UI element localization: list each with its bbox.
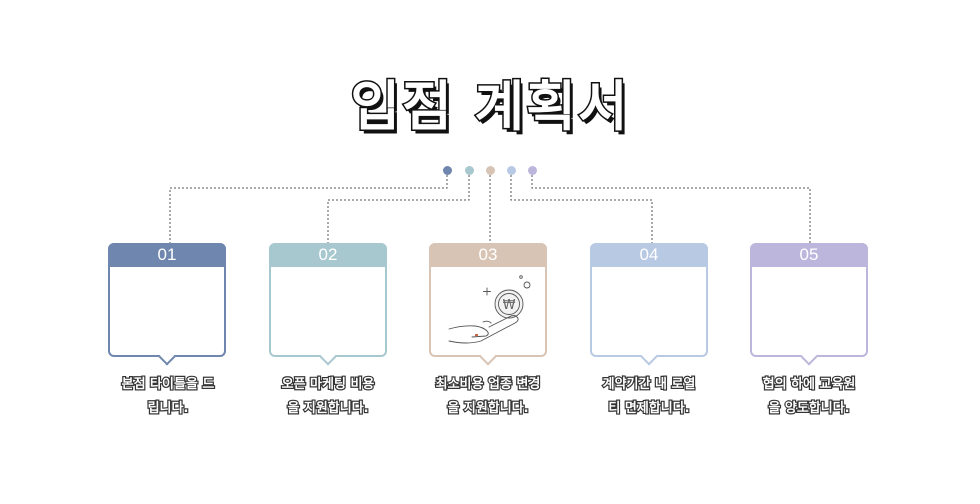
step-card-04: 04 (590, 243, 708, 366)
step-caption-04: 계약기간 내 로열 티 면제합니다. (574, 373, 724, 421)
caption-line: 최소비용 업종 변경 (434, 376, 541, 393)
step-card-03: 03 ₩ (429, 243, 547, 366)
connector-02 (327, 175, 470, 243)
caption-line: 오픈 마케팅 비용 (280, 376, 375, 393)
step-caption-01: 본점 타이틀을 드 립니다. (93, 373, 243, 421)
caption-line: 계약기간 내 로열 (601, 376, 696, 393)
caption-line: 본점 타이틀을 드 (120, 376, 215, 393)
step-caption-05: 협의 하에 교육원 을 양도합니다. (734, 373, 884, 421)
step-number: 05 (750, 243, 868, 267)
step-number: 03 (429, 243, 547, 267)
caption-line: 을 지원합니다. (446, 400, 530, 417)
timeline-dot-5 (528, 166, 537, 175)
caption-line: 립니다. (146, 400, 189, 417)
step-number: 02 (269, 243, 387, 267)
page-title: 입점 계획서 (349, 74, 630, 140)
timeline-dot-1 (443, 166, 452, 175)
coin-hand-icon: ₩ (448, 275, 531, 344)
step-card-05: 05 (750, 243, 868, 366)
connector-04 (510, 175, 653, 243)
step-caption-02: 오픈 마케팅 비용 을 지원합니다. (253, 373, 403, 421)
caption-line: 을 지원합니다. (286, 400, 370, 417)
step-caption-03: 최소비용 업종 변경 을 지원합니다. (413, 373, 563, 421)
timeline-dot-2 (465, 166, 474, 175)
caption-line: 티 면제합니다. (607, 400, 691, 417)
timeline-dot-4 (507, 166, 516, 175)
currency-symbol: ₩ (503, 298, 516, 313)
connector-05 (531, 175, 811, 243)
connector-01 (169, 175, 448, 243)
step-number: 01 (108, 243, 226, 267)
timeline-dot-3 (486, 166, 495, 175)
caption-line: 을 양도합니다. (767, 400, 851, 417)
step-card-02: 02 (269, 243, 387, 366)
step-card-01: 01 (108, 243, 226, 366)
step-number: 04 (590, 243, 708, 267)
caption-line: 협의 하에 교육원 (761, 376, 856, 393)
